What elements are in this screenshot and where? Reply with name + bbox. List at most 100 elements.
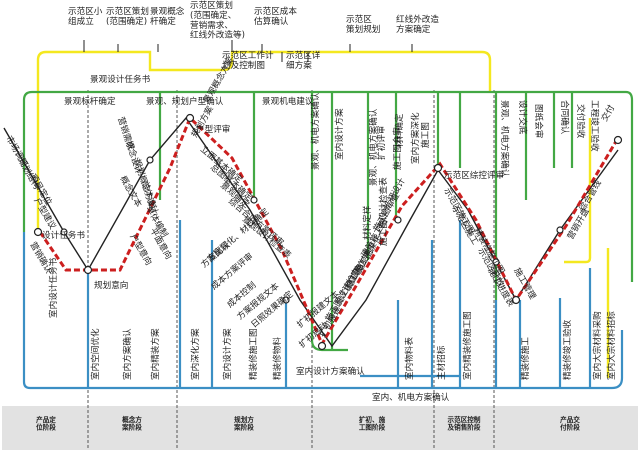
top-label-1: 示范区小组成立 bbox=[68, 5, 103, 27]
label-line: 示范区策划 bbox=[190, 0, 233, 11]
top-label-6: 示范区工作计划及控制图 bbox=[222, 49, 274, 71]
label-line: 示范区成本 bbox=[254, 5, 297, 17]
top-label-7: 示范区详细方案 bbox=[286, 49, 321, 71]
bottom-label-6: 室内设计方案 bbox=[221, 328, 233, 380]
label-line: 示范区小 bbox=[68, 5, 103, 17]
bottom-label-14: 精装修施工 bbox=[519, 337, 531, 380]
top-label-2: 示范区策划(范围确定) bbox=[106, 5, 149, 27]
label-line: 案阶段 bbox=[233, 423, 254, 432]
label-line: 位阶段 bbox=[36, 423, 56, 432]
label-line: (范围确定、 bbox=[190, 9, 236, 21]
label-line: 示范区策划 bbox=[106, 5, 149, 17]
node-sales bbox=[511, 295, 521, 305]
label-line: 概念方 bbox=[122, 415, 142, 424]
label-line: 细方案 bbox=[286, 59, 312, 71]
phase-label-4: 扩初、施工图阶段 bbox=[359, 415, 386, 432]
bottom-label-8: 精装修物料 bbox=[271, 337, 283, 380]
node-zone-open bbox=[492, 258, 500, 266]
dev-label-9: 材料定样 bbox=[361, 205, 373, 240]
dev-label-5: 材料确定 bbox=[393, 113, 405, 148]
label-line: 示范区控制 bbox=[447, 415, 481, 424]
top-label-5: 示范区成本估算确认 bbox=[254, 5, 297, 27]
top-labels: 示范区小组成立 示范区策划(范围确定) 景观概念杆确定 示范区策划(范围确定、营… bbox=[68, 0, 439, 71]
phase-label-5: 示范区控制及销售阶段 bbox=[447, 415, 481, 432]
late-label-14: 合同确认 bbox=[559, 100, 571, 135]
node-delivery bbox=[613, 135, 623, 145]
top-label-8: 示范区策划规划 bbox=[346, 13, 380, 35]
node-dev-mid bbox=[394, 216, 402, 224]
bottom-label-17: 室内大宗材料招标 bbox=[605, 311, 617, 380]
bottom-label-9: 室内设计方案确认 bbox=[296, 365, 365, 377]
node-scheme-peak bbox=[185, 113, 195, 123]
phase-label-6: 产品交付阶段 bbox=[560, 415, 580, 432]
late-label-12: 交付 bbox=[598, 102, 617, 123]
bottom-label-1: 室内设计任务书 bbox=[47, 257, 59, 318]
top-label-9: 红线外改造方案确定 bbox=[396, 13, 439, 35]
label-line: 付阶段 bbox=[560, 423, 580, 432]
label-line: 示范区详 bbox=[286, 49, 321, 61]
label-line: 示范区 bbox=[346, 13, 372, 25]
label-line: (范围确定) bbox=[106, 15, 147, 27]
bottom-labels: 室内设计任务书 室内空间优化 室内方案确认 室内精装方案 室内深化方案 室内设计… bbox=[47, 257, 617, 403]
label-line: 方案确定 bbox=[396, 23, 431, 35]
dev-label-4: 扩初评审 bbox=[375, 126, 387, 160]
label-line: 红线外改造等) bbox=[190, 29, 245, 41]
bottom-label-2: 室内空间优化 bbox=[89, 328, 101, 380]
phase-label-3: 规划方案阶段 bbox=[233, 415, 254, 432]
late-label-15: 工程竣工验收 bbox=[589, 100, 601, 152]
node-late-mid bbox=[556, 226, 564, 234]
label-mark-confirm: 景观标杆确定 bbox=[64, 95, 116, 107]
bottom-label-11: 室内物料表 bbox=[403, 337, 415, 380]
left-labels: 市场调研 规划结构 项目定位 户型建议 设计任务书 营销确认 规划意向 bbox=[3, 134, 128, 292]
node-interior-confirm bbox=[317, 341, 327, 351]
bottom-label-5: 室内深化方案 bbox=[189, 328, 201, 380]
bottom-label-7: 精装修施工图 bbox=[247, 328, 259, 380]
top-label-4: 示范区策划(范围确定、营销需求、红线外改造等) bbox=[190, 0, 245, 41]
phase-labels: 产品定位阶段 概念方案阶段 规划方案阶段 扩初、施工图阶段 示范区控制及销售阶段… bbox=[36, 415, 580, 432]
late-label-3: 图纸会审 bbox=[533, 104, 545, 138]
bottom-label-12: 主材招标 bbox=[435, 345, 447, 380]
mid-labels: 景观设计任务书 景观标杆确定 景观、规划户型确认 景观机电建议 示范区综控评审 bbox=[64, 73, 504, 181]
late-label-13: 交付验收 bbox=[575, 104, 587, 139]
phase-label-1: 产品定位阶段 bbox=[36, 415, 56, 432]
left-label-5: 设计任务书 bbox=[42, 229, 85, 241]
node-zone-control bbox=[433, 163, 443, 173]
yellow-stub-lines bbox=[83, 40, 413, 62]
label-line: 案阶段 bbox=[121, 423, 142, 432]
blue-line bbox=[22, 220, 624, 390]
nodes bbox=[33, 113, 623, 351]
label-line: 扩初、施 bbox=[359, 415, 386, 424]
dev-label-6: 室内方案深化 bbox=[409, 112, 421, 164]
bottom-label-16: 室内大宗材料采购 bbox=[591, 311, 603, 380]
late-label-11: 营销开盘 bbox=[564, 205, 592, 241]
label-line: 产品定 bbox=[36, 415, 56, 424]
label-zone-control: 示范区综控评审 bbox=[444, 169, 504, 181]
late-label-2: 设计交底 bbox=[517, 100, 529, 135]
label-line: 划及控制图 bbox=[222, 59, 265, 71]
bottom-label-13: 室内精装修施工图 bbox=[461, 311, 473, 380]
label-line: 工图阶段 bbox=[359, 423, 386, 432]
late-label-1: 景观、机电方案确认 bbox=[499, 100, 511, 178]
dev-label-10: 施工图设计检查表 bbox=[377, 177, 389, 246]
left-label-7: 规划意向 bbox=[94, 279, 128, 291]
dev-label-3: 景观、机电方案确认 bbox=[367, 108, 379, 186]
node-scheme-mid bbox=[250, 196, 258, 204]
dev-label-2: 室内设计方案 bbox=[333, 108, 345, 160]
dev-label-7: 施工图 bbox=[419, 122, 431, 148]
label-line: 产品交 bbox=[560, 415, 580, 424]
label-line: 营销需求、 bbox=[190, 19, 233, 31]
node-concept-peak bbox=[146, 156, 154, 164]
node-task-book bbox=[33, 227, 43, 237]
bottom-label-4: 室内精装方案 bbox=[149, 328, 161, 380]
label-line: 景观概念 bbox=[150, 5, 185, 17]
bottom-label-10: 室内、机电方案确认 bbox=[372, 391, 450, 403]
node-plan-intent bbox=[83, 265, 93, 275]
label-line: 规划方 bbox=[234, 415, 254, 424]
bottom-label-15: 精装修竣工验收 bbox=[561, 319, 573, 380]
label-line: 及销售阶段 bbox=[448, 423, 481, 432]
label-line: 红线外改造 bbox=[396, 13, 439, 25]
concept-labels: 营销需求 概念设计 规划概念方案 总体设计 概念文本 单体编制 户型意向 平面意… bbox=[115, 115, 175, 267]
yellow-line bbox=[36, 50, 610, 378]
